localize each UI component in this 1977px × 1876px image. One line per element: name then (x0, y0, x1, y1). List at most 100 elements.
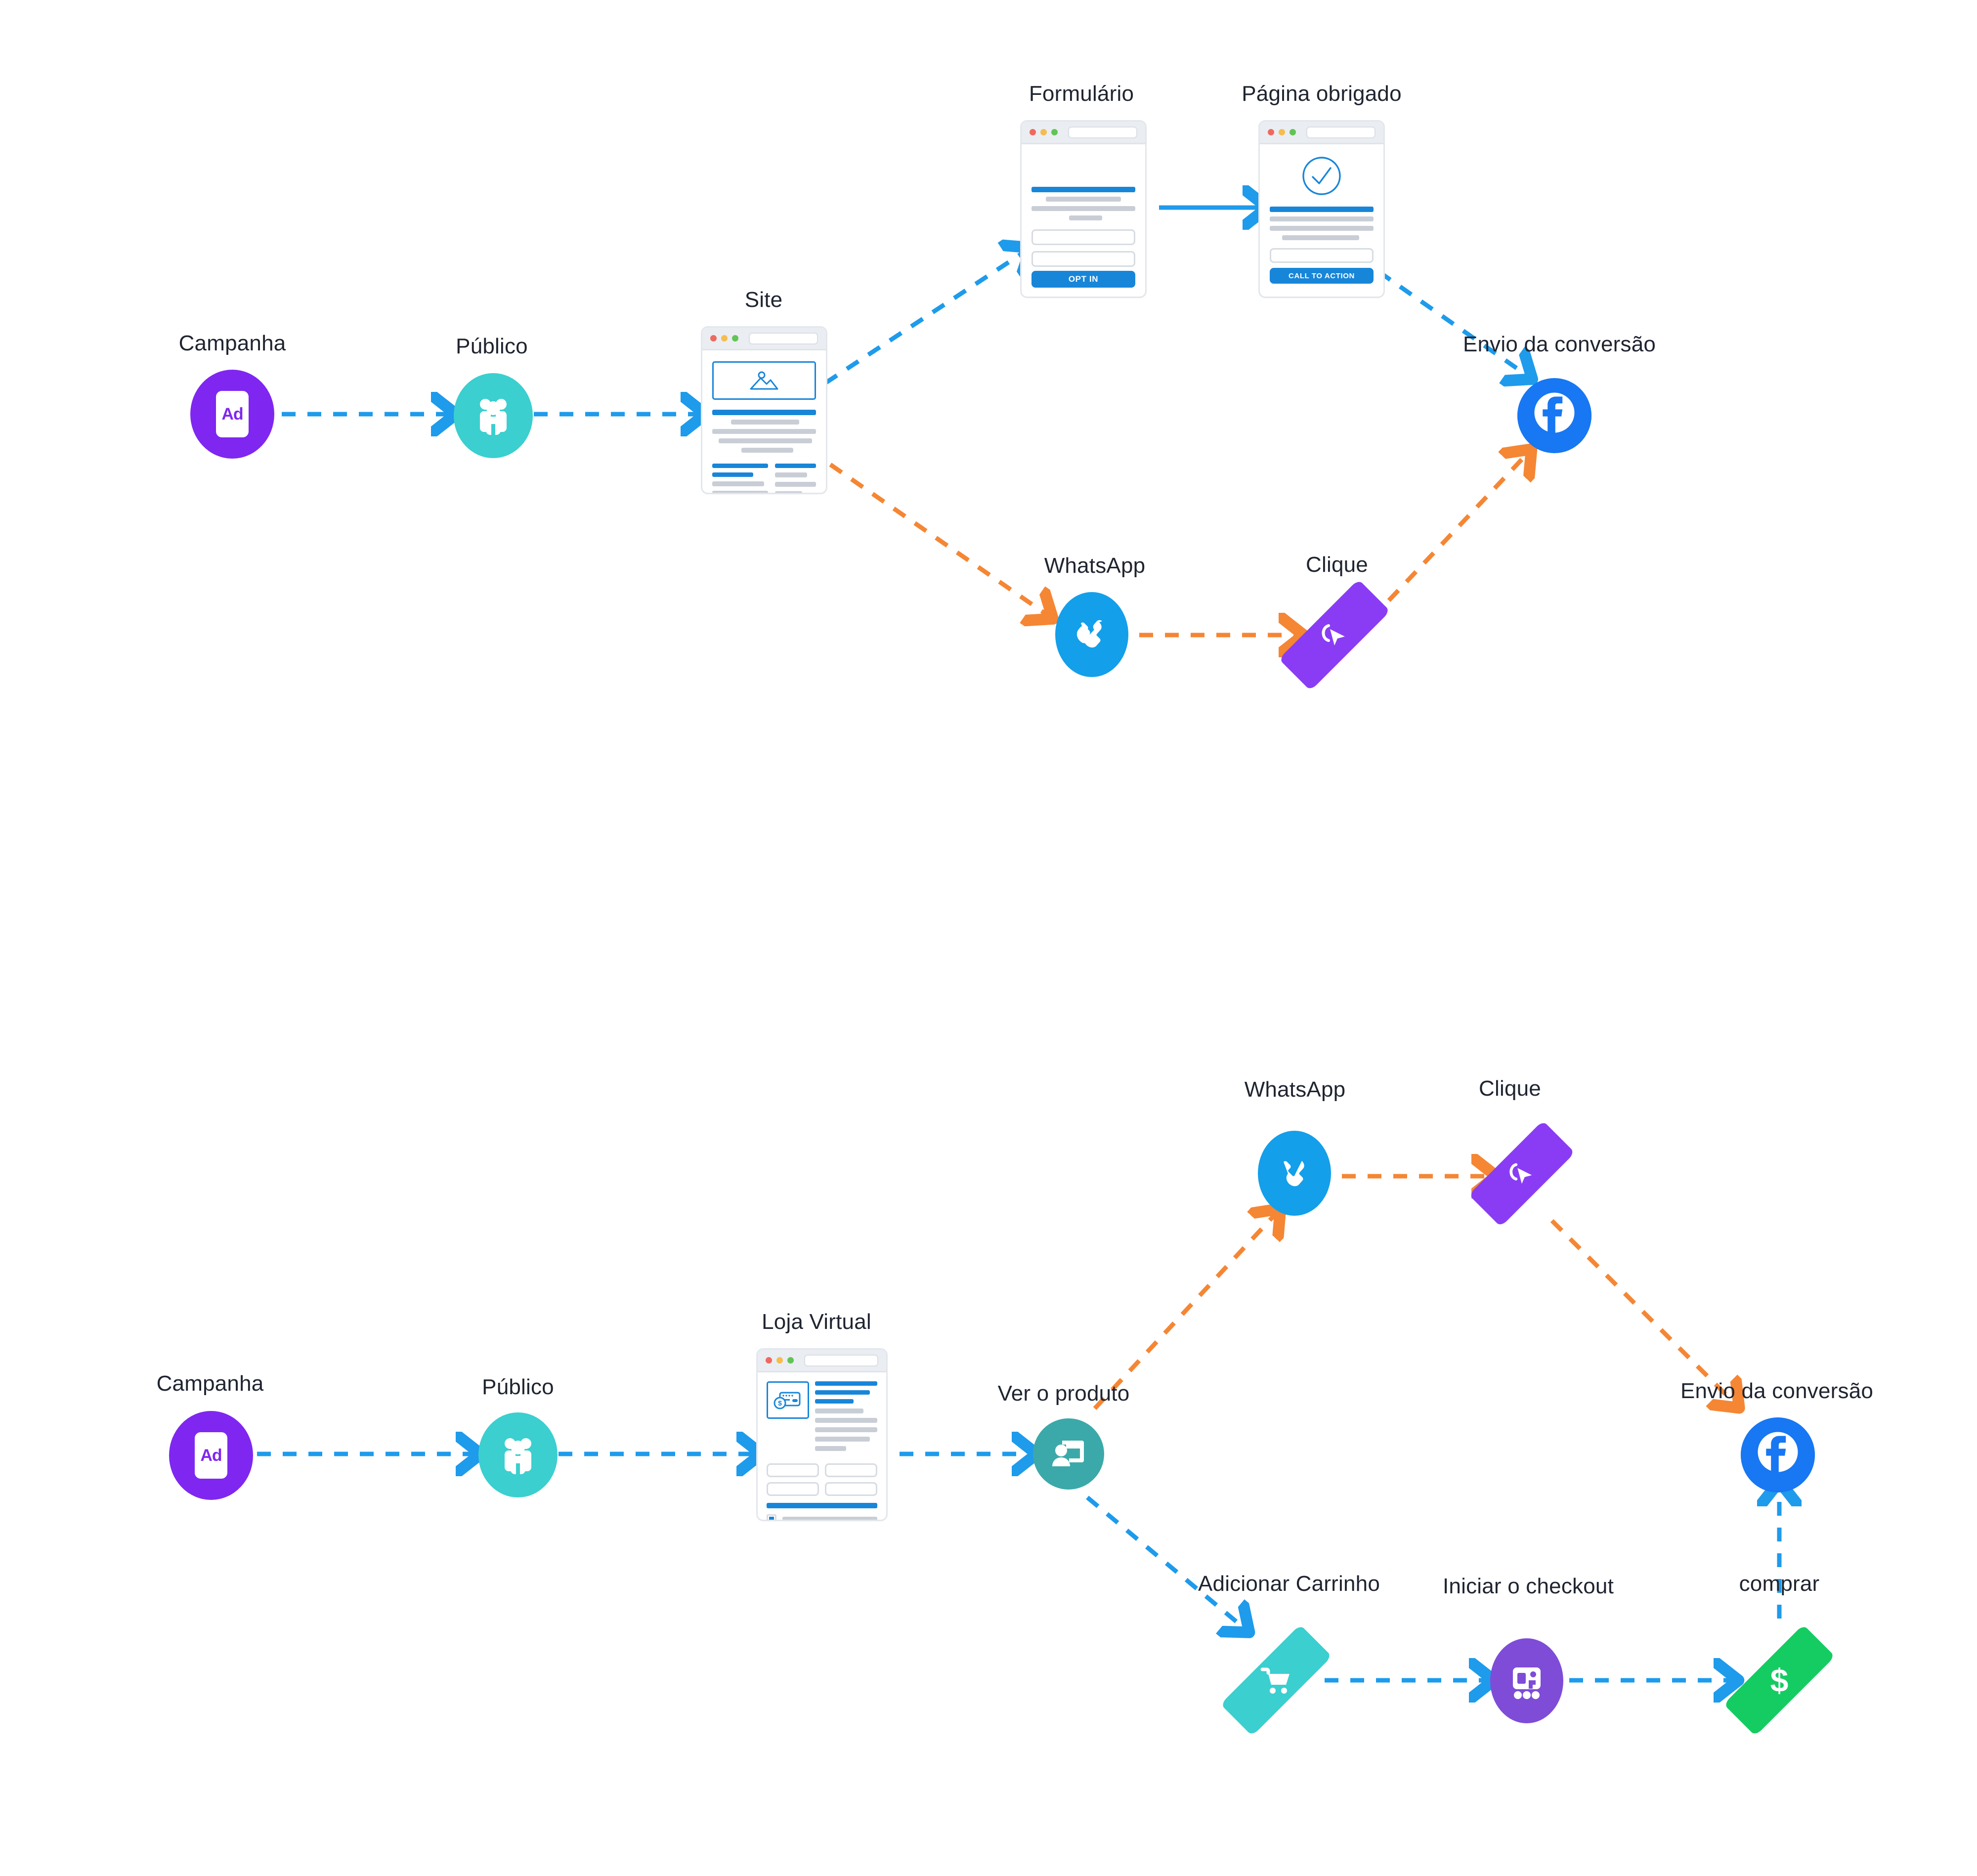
opt-in-button[interactable]: OPT IN (1031, 271, 1135, 288)
text-line (1270, 216, 1374, 221)
address-bar[interactable] (749, 332, 818, 344)
facebook-icon (1741, 1418, 1815, 1492)
text-line (815, 1446, 846, 1451)
ad-icon: Ad (216, 391, 249, 437)
browser-titlebar (1260, 122, 1383, 144)
edge-site-formulario (824, 251, 1026, 385)
node-conversao-1[interactable] (1517, 378, 1591, 453)
text-line (1270, 226, 1374, 231)
node-conversao-2[interactable] (1741, 1417, 1815, 1492)
label-ver-produto: Ver o produto (997, 1381, 1130, 1406)
product-title-line (815, 1381, 877, 1386)
node-publico-1[interactable] (454, 373, 533, 458)
node-whatsapp-2[interactable] (1258, 1131, 1331, 1216)
node-campanha-2[interactable]: Ad (169, 1411, 253, 1500)
maximize-icon (1051, 129, 1058, 135)
browser-loja-virtual[interactable]: $ (756, 1348, 888, 1521)
text-line (712, 429, 816, 434)
label-whatsapp-2: WhatsApp (1244, 1077, 1346, 1102)
heading-line (712, 410, 816, 415)
minimize-icon (1040, 129, 1047, 135)
heading-line (1031, 187, 1135, 192)
option-field-2[interactable] (825, 1463, 877, 1477)
label-clique-1: Clique (1306, 553, 1368, 577)
label-envio-conversao-1: Envio da conversão (1462, 332, 1656, 356)
label-pagina-obrigado: Página obrigado (1242, 82, 1402, 106)
browser-site[interactable] (701, 326, 827, 494)
svg-text:$: $ (778, 1399, 782, 1407)
image-placeholder (712, 361, 816, 400)
cursor-icon (1509, 1163, 1532, 1184)
product-image-placeholder: $ (767, 1381, 809, 1419)
subheading-line (774, 464, 816, 468)
form-input-email[interactable] (1031, 251, 1135, 267)
label-site: Site (744, 288, 783, 312)
text-line (712, 481, 764, 486)
option-field-4[interactable] (825, 1482, 877, 1496)
close-icon (766, 1357, 772, 1364)
call-to-action-button[interactable]: CALL TO ACTION (1270, 268, 1374, 284)
text-line (774, 482, 816, 487)
address-bar[interactable] (1068, 126, 1137, 138)
node-campanha-1[interactable]: Ad (190, 370, 274, 459)
close-icon (1030, 129, 1036, 135)
option-field-3[interactable] (767, 1482, 819, 1496)
option-field-1[interactable] (767, 1463, 819, 1477)
subheading-line (712, 464, 768, 468)
text-line (1069, 215, 1102, 220)
product-title-line (815, 1399, 854, 1404)
label-clique-2: Clique (1479, 1076, 1541, 1101)
text-line (815, 1427, 877, 1432)
text-line (712, 491, 768, 493)
label-iniciar-checkout: Iniciar o checkout (1443, 1574, 1614, 1598)
edge-site-whatsapp-1 (829, 463, 1048, 615)
form-content: OPT IN (1022, 144, 1145, 297)
node-comprar[interactable]: $ (1723, 1624, 1835, 1736)
terms-checkbox[interactable] (767, 1514, 776, 1520)
label-publico-2: Público (482, 1375, 554, 1399)
edge-clique-conversao-2 (1550, 1219, 1735, 1404)
address-bar[interactable] (1306, 126, 1375, 138)
label-campanha-2: Campanha (156, 1371, 264, 1396)
text-line (815, 1408, 864, 1413)
phone-icon (1284, 1161, 1304, 1187)
node-clique-2[interactable] (1468, 1120, 1575, 1227)
node-clique-1[interactable] (1279, 579, 1390, 691)
edge-produto-carrinho (1086, 1495, 1245, 1628)
form-input-name[interactable] (1031, 229, 1135, 245)
browser-titlebar (1022, 122, 1145, 144)
thanks-input[interactable] (1270, 248, 1374, 263)
label-whatsapp-1: WhatsApp (1044, 554, 1146, 578)
text-line (741, 448, 793, 453)
node-iniciar-checkout[interactable] (1490, 1638, 1563, 1723)
product-title-line (815, 1390, 870, 1395)
phone-icon (1076, 620, 1102, 648)
text-line (815, 1437, 870, 1442)
label-loja-virtual: Loja Virtual (762, 1310, 871, 1334)
close-icon (1268, 129, 1274, 135)
minimize-icon (1279, 129, 1285, 135)
node-publico-2[interactable] (478, 1412, 558, 1497)
audience-icon (480, 399, 507, 435)
browser-formulario[interactable]: OPT IN (1020, 120, 1147, 298)
text-line (774, 491, 802, 493)
node-whatsapp-1[interactable] (1055, 592, 1128, 677)
node-ver-produto[interactable] (1033, 1418, 1104, 1490)
price-line (767, 1503, 877, 1508)
minimize-icon (776, 1357, 783, 1364)
maximize-icon (1289, 129, 1296, 135)
label-envio-conversao-2: Envio da conversão (1680, 1379, 1874, 1403)
maximize-icon (732, 335, 738, 341)
browser-pagina-obrigado[interactable]: CALL TO ACTION (1258, 120, 1385, 298)
edge-produto-whatsapp-2 (1093, 1213, 1276, 1410)
address-bar[interactable] (804, 1354, 878, 1366)
edge-clique-conversao-1 (1387, 454, 1527, 602)
text-line (731, 420, 800, 425)
minimize-icon (721, 335, 728, 341)
view-content-icon (1052, 1441, 1084, 1466)
node-adicionar-carrinho[interactable] (1220, 1624, 1332, 1736)
dollar-icon: $ (1770, 1662, 1789, 1699)
browser-titlebar (702, 328, 826, 350)
